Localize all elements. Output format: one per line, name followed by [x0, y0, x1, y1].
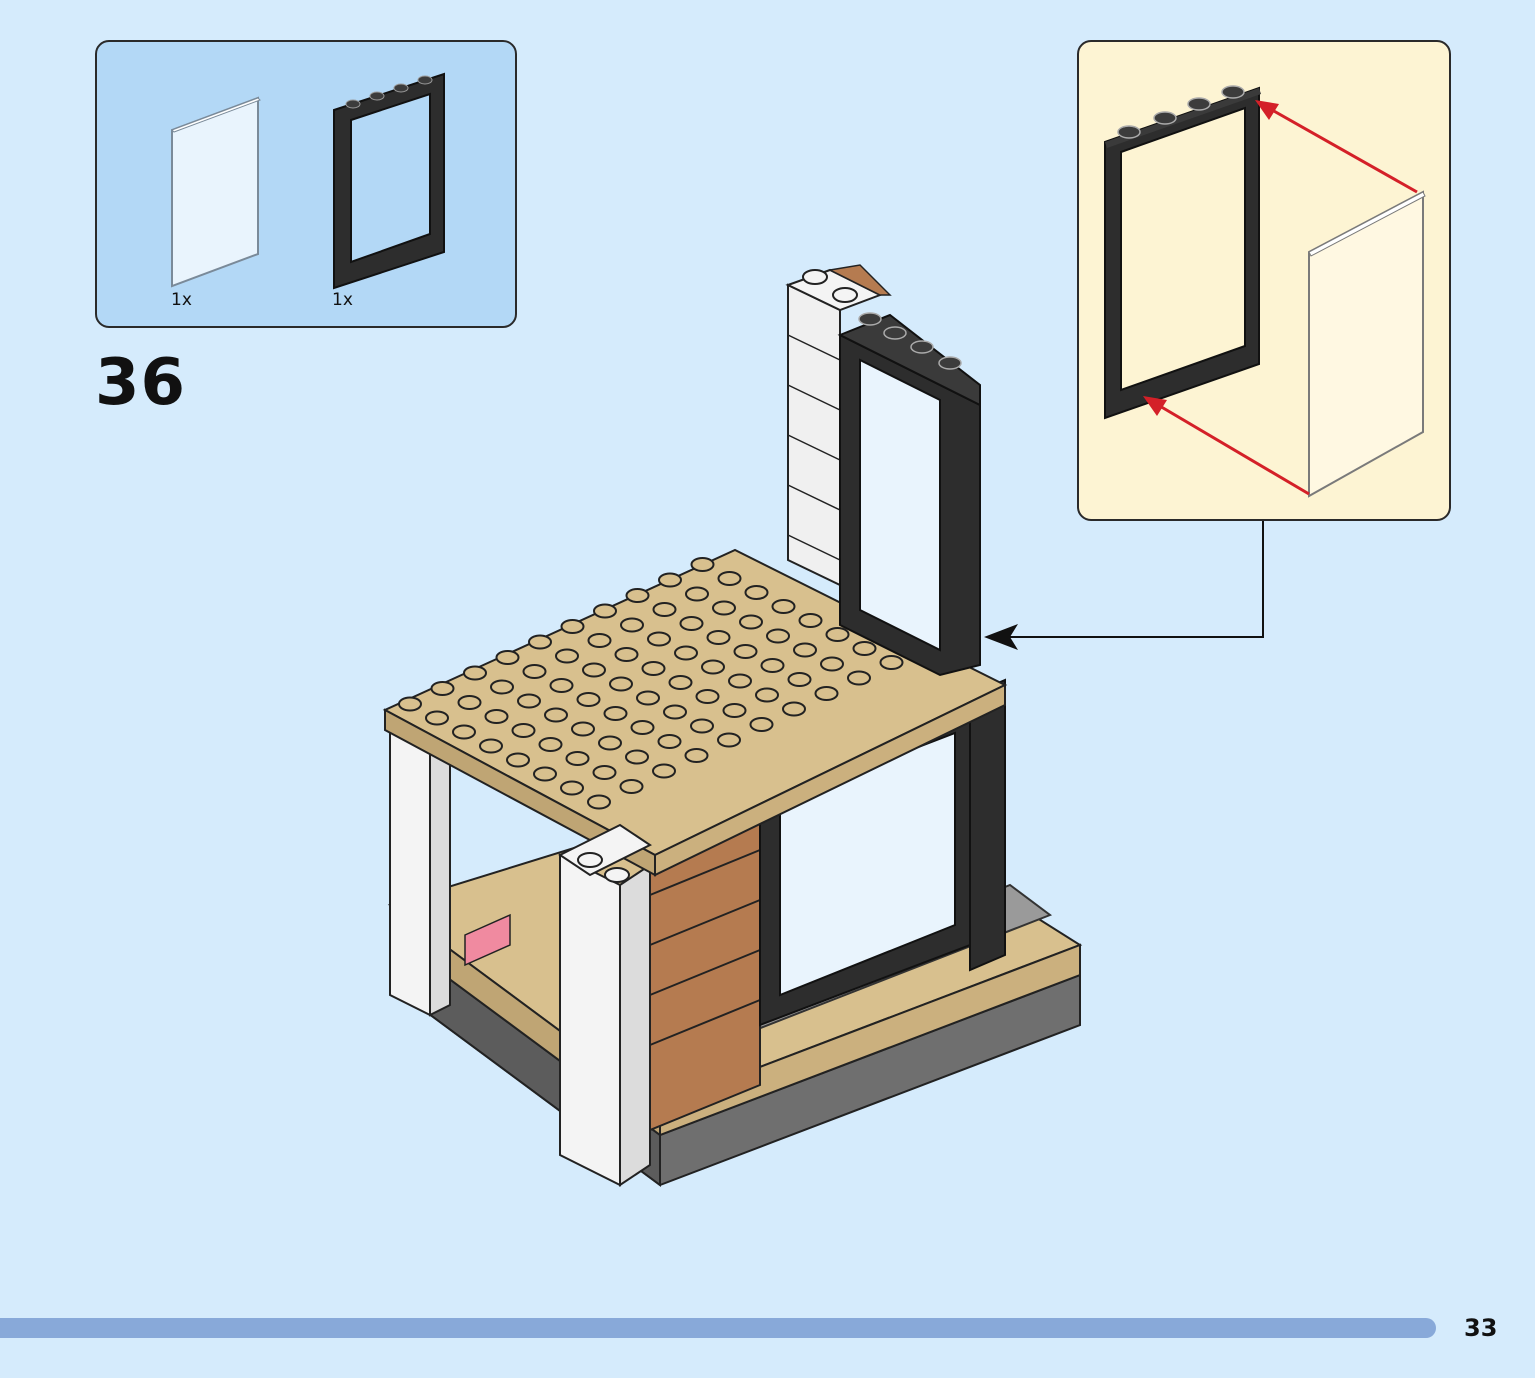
stud [641, 661, 666, 676]
stud [593, 603, 617, 619]
stud [479, 738, 503, 754]
stud [538, 737, 563, 752]
installed-window-frame [837, 312, 981, 677]
stud [820, 656, 844, 672]
stud [630, 720, 655, 735]
stud [647, 631, 671, 647]
parts-illustration [171, 72, 445, 290]
stud [749, 717, 774, 732]
stud [398, 696, 422, 712]
stud [425, 710, 449, 726]
stud [560, 619, 585, 634]
step-number: 36 [95, 346, 187, 420]
stud [755, 687, 779, 703]
insert-arrow-icon [1143, 100, 1418, 496]
black-window-frame-icon [333, 72, 445, 290]
stud [658, 572, 682, 588]
stud [484, 709, 509, 724]
stud [706, 630, 731, 645]
progress-bar [0, 1318, 1436, 1338]
callout-illustration [1104, 85, 1426, 498]
stud [549, 678, 574, 693]
stud [576, 692, 601, 707]
stud [728, 673, 752, 689]
stud [793, 642, 817, 658]
stud [533, 766, 557, 782]
stud [847, 670, 871, 686]
stud [766, 628, 790, 644]
stud [760, 658, 785, 673]
stud [695, 689, 720, 704]
stud [511, 723, 536, 738]
stud [565, 751, 590, 766]
stud [717, 732, 741, 748]
stud [771, 599, 796, 614]
stud [571, 721, 595, 737]
transparent-glass-pane-icon [171, 96, 261, 288]
part-count-window-frame: 1x [332, 290, 353, 310]
stud [701, 659, 725, 675]
stud [636, 690, 660, 706]
stud [592, 765, 617, 780]
stud [544, 707, 568, 723]
stud [739, 614, 763, 630]
stud [733, 644, 758, 659]
stud [663, 704, 687, 720]
stud [717, 571, 742, 586]
stud [852, 641, 877, 656]
stud [652, 602, 677, 617]
stud [522, 664, 547, 679]
stud [430, 681, 455, 696]
stud [625, 588, 650, 603]
stud [668, 675, 693, 690]
parts-list-box: 1x 1x [95, 40, 517, 328]
stud [495, 650, 520, 665]
stud [463, 665, 487, 681]
stud [684, 748, 709, 763]
stud [620, 617, 644, 633]
stud [685, 586, 709, 602]
stud [814, 686, 839, 701]
stud [452, 724, 476, 740]
assembly-callout-box [1077, 40, 1451, 521]
stud [587, 633, 612, 648]
stud [674, 645, 698, 661]
stud [798, 613, 823, 628]
stud [782, 701, 806, 717]
assembly-model-illustration [370, 255, 1090, 1295]
roof-studs [398, 557, 904, 810]
stud [506, 752, 530, 768]
stud [517, 693, 541, 709]
stud [690, 557, 715, 572]
stud [652, 763, 676, 779]
stud [528, 634, 552, 650]
stud [587, 794, 611, 810]
part-count-glass-pane: 1x [171, 290, 192, 310]
stud [555, 648, 579, 664]
stud [787, 672, 812, 687]
transparent-glass-pane-icon [1308, 190, 1426, 498]
stud [690, 718, 714, 734]
stud [609, 676, 633, 692]
building-model [382, 264, 1083, 1187]
stud [825, 627, 850, 642]
black-window-frame-icon [1104, 85, 1261, 420]
stud [679, 616, 704, 631]
stud [560, 780, 584, 796]
stud [625, 749, 649, 765]
stud [582, 662, 606, 678]
stud [603, 706, 628, 721]
stud [712, 600, 736, 616]
stud [457, 695, 482, 710]
stud [744, 585, 769, 600]
stud [657, 734, 682, 749]
page-number: 33 [1464, 1314, 1498, 1342]
stud [614, 647, 639, 662]
stud [598, 735, 622, 751]
stud [490, 679, 514, 695]
stud [722, 703, 747, 718]
stud [619, 779, 644, 794]
stud [879, 655, 904, 670]
